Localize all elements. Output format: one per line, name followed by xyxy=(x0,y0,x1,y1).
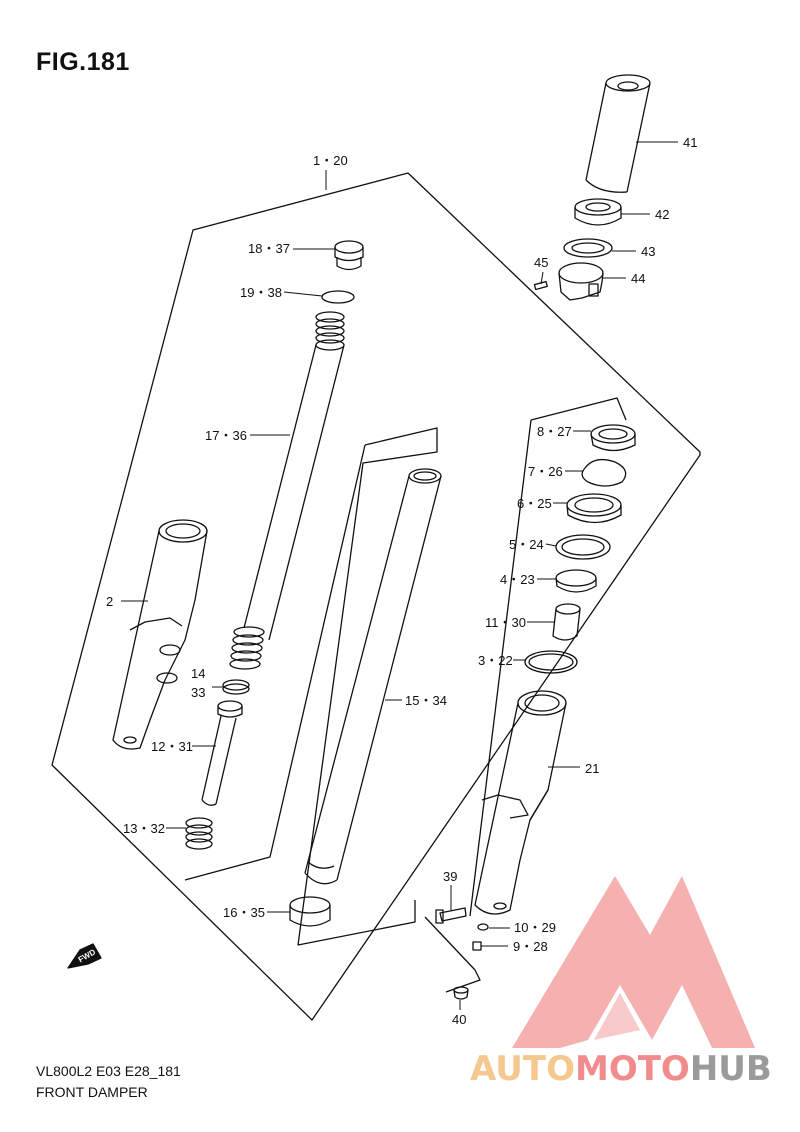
inner-tube-outline xyxy=(297,427,438,946)
drain-outline xyxy=(424,916,481,993)
snap-ring xyxy=(524,650,578,674)
callout-6: 6・25 xyxy=(517,496,552,511)
circlip xyxy=(581,458,627,487)
callout-3: 3・22 xyxy=(478,653,513,668)
callout-19: 19・38 xyxy=(240,285,282,300)
inner-tube-outline-2 xyxy=(184,444,366,881)
inner-tube xyxy=(304,468,442,885)
callout-labels: 1・20 2 3・22 4・23 5・24 6・25 7・26 8・27 9・2… xyxy=(106,135,697,1027)
callout-14: 14 xyxy=(191,666,205,681)
drain-washer xyxy=(477,923,489,931)
slide-bushing xyxy=(289,896,331,927)
guide-bushing xyxy=(555,569,597,593)
leader-lines xyxy=(121,141,678,1010)
damper-rod xyxy=(201,700,243,806)
axle-bolt xyxy=(435,907,467,924)
callout-13: 13・32 xyxy=(123,821,165,836)
washer xyxy=(563,238,613,258)
callout-45: 45 xyxy=(534,255,548,270)
callout-9: 9・28 xyxy=(513,939,548,954)
callout-8: 8・27 xyxy=(537,424,572,439)
callout-12: 12・31 xyxy=(151,739,193,754)
callout-43: 43 xyxy=(641,244,655,259)
callout-11: 11・30 xyxy=(485,615,526,630)
clamp-bolt xyxy=(533,280,548,291)
callout-7: 7・26 xyxy=(528,464,563,479)
callout-18: 18・37 xyxy=(248,241,290,256)
callout-40: 40 xyxy=(452,1012,466,1027)
callout-44: 44 xyxy=(631,271,645,286)
callout-41: 41 xyxy=(683,135,697,150)
dust-seal xyxy=(590,424,636,452)
oil-seal-retainer xyxy=(555,534,611,560)
callout-1: 1・20 xyxy=(313,153,348,168)
callout-10: 10・29 xyxy=(514,920,556,935)
damper-cap xyxy=(453,986,469,1000)
svg-text:AUTOMOTOHUB: AUTOMOTOHUB xyxy=(470,1049,772,1089)
watermark-moto: MOTO xyxy=(575,1049,690,1089)
assembly-outline xyxy=(51,172,701,1021)
callout-42: 42 xyxy=(655,207,669,222)
fork-spring-lower xyxy=(229,626,265,670)
rebound-spring xyxy=(185,817,213,850)
fork-cap-bolt xyxy=(334,240,364,271)
oil-seal-group-outline xyxy=(530,397,627,421)
upper-cover-tube xyxy=(585,74,651,193)
callout-5: 5・24 xyxy=(509,537,544,552)
fork-spring-upper xyxy=(243,311,345,641)
oil-lock-piece xyxy=(552,603,581,641)
callout-16: 16・35 xyxy=(223,905,265,920)
outer-tube-left xyxy=(112,519,208,750)
lock-nut xyxy=(574,198,622,226)
outer-tube-right xyxy=(474,690,567,915)
fork-clamp xyxy=(558,262,604,301)
watermark-hub: HUB xyxy=(690,1049,772,1089)
section-name: FRONT DAMPER xyxy=(36,1084,148,1100)
callout-17: 17・36 xyxy=(205,428,247,443)
callout-21: 21 xyxy=(585,761,599,776)
figure-title: FIG.181 xyxy=(36,48,130,76)
spacer-ring xyxy=(222,679,250,695)
callout-33: 33 xyxy=(191,685,205,700)
o-ring xyxy=(321,290,355,304)
model-code: VL800L2 E03 E28_181 xyxy=(36,1063,181,1079)
watermark-logo-icon xyxy=(512,876,755,1048)
callout-15: 15・34 xyxy=(405,693,447,708)
callout-2: 2 xyxy=(106,594,113,609)
callout-39: 39 xyxy=(443,869,457,884)
oil-seal xyxy=(566,493,622,524)
callout-4: 4・23 xyxy=(500,572,535,587)
watermark-auto: AUTO xyxy=(470,1049,575,1089)
forward-arrow-icon xyxy=(67,943,102,969)
oil-seal-group-outline-2 xyxy=(469,419,532,917)
